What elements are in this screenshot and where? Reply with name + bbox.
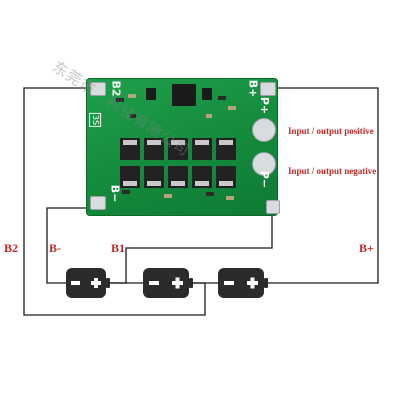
pad-b-plus <box>260 82 276 96</box>
smd-component <box>218 96 226 100</box>
pad-b-minus <box>90 196 106 210</box>
mosfet <box>120 138 140 160</box>
mosfet <box>168 138 188 160</box>
battery-body <box>66 268 106 298</box>
battery-cap <box>106 278 110 288</box>
battery-cap <box>189 278 193 288</box>
battery-cell-3 <box>218 268 268 298</box>
pad-p-plus <box>252 118 276 142</box>
wire-b-plus <box>264 87 379 284</box>
smd-component <box>206 114 212 118</box>
protection-ic <box>172 84 196 106</box>
mosfet <box>144 138 164 160</box>
mosfet <box>168 166 188 188</box>
silk-p-plus: P+ <box>258 96 272 115</box>
control-ic <box>146 88 156 100</box>
silk-3s-mark: 3S <box>89 112 102 128</box>
silk-b-plus: B+ <box>246 79 260 98</box>
mosfet <box>216 138 236 160</box>
mosfet <box>144 166 164 188</box>
battery-minus-icon <box>224 281 234 285</box>
smd-component <box>130 114 136 118</box>
mosfet <box>216 166 236 188</box>
battery-minus-icon <box>71 281 80 285</box>
battery-cap <box>264 278 268 288</box>
battery-minus-icon <box>149 281 159 285</box>
mosfet <box>192 166 212 188</box>
bms-pcb: B2 B− B+ P+ P− 3S <box>86 78 280 216</box>
battery-plus-icon <box>175 277 180 289</box>
battery-body <box>143 268 189 298</box>
smd-component <box>228 106 236 110</box>
terminal-label-b-plus: B+ <box>359 241 374 255</box>
pad-b1 <box>266 200 280 214</box>
battery-body <box>218 268 264 298</box>
smd-component <box>226 196 234 200</box>
battery-plus-icon <box>250 277 255 289</box>
smd-component <box>116 98 124 102</box>
smd-component <box>128 94 136 98</box>
io-label-positive: Input / output positive <box>288 126 374 136</box>
terminal-label-b2: B2 <box>4 241 19 255</box>
pad-p-minus <box>252 152 276 176</box>
battery-cell-2 <box>143 268 193 298</box>
terminal-label-b-minus: B- <box>49 241 61 255</box>
terminal-label-b1: B1 <box>111 241 126 255</box>
silk-b-minus: B− <box>108 184 122 203</box>
mosfet <box>192 138 212 160</box>
battery-plus-icon <box>94 278 98 288</box>
smd-component <box>206 192 214 196</box>
pad-b2 <box>90 82 106 96</box>
mosfet <box>120 166 140 188</box>
smd-component <box>164 194 172 198</box>
wire-b-minus <box>46 207 94 284</box>
battery-cell-1 <box>66 268 110 298</box>
control-ic <box>202 88 212 100</box>
smd-component <box>122 190 130 194</box>
io-label-negative: Input / output negative <box>288 166 377 176</box>
